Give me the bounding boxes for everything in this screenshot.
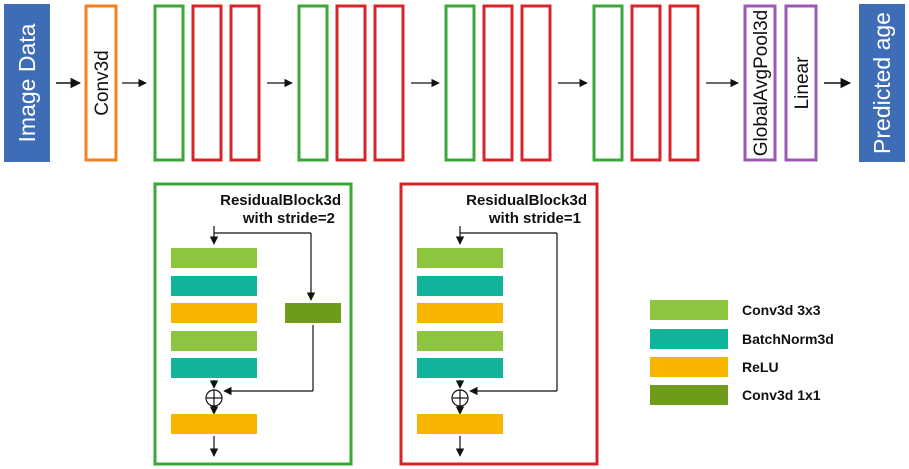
pipeline: Image Data Conv3d GlobalAvgPool3d Linear… [4, 4, 905, 162]
stage4-block2-stride1 [630, 4, 662, 162]
stride1-title-line2: with stride=1 [488, 210, 581, 227]
output-box [859, 4, 905, 162]
pool-box [743, 4, 777, 162]
linear-box [784, 4, 818, 162]
stage3-block1-stride2 [444, 4, 476, 162]
stride2-final-relu [171, 414, 257, 434]
pool-label: GlobalAvgPool3d [751, 10, 772, 156]
legend-label-batchnorm: BatchNorm3d [742, 331, 834, 347]
stage2-block2-stride1 [335, 4, 367, 162]
stride1-layer-4-conv3x3 [417, 331, 503, 351]
conv-label: Conv3d [92, 50, 113, 116]
input-label: Image Data [14, 23, 40, 142]
legend-swatch-relu [650, 357, 728, 377]
stride1-layer-1-conv3x3 [417, 248, 503, 268]
stride2-layer-2-batchnorm [171, 276, 257, 296]
stride2-title-line1: ResidualBlock3d [220, 192, 341, 209]
legend-swatch-batchnorm [650, 329, 728, 349]
stage1-block1-stride2 [153, 4, 185, 162]
stage4-block1-stride2 [592, 4, 624, 162]
stride1-title-line1: ResidualBlock3d [466, 192, 587, 209]
stride2-title-line2: with stride=2 [242, 210, 335, 227]
stride2-layers [171, 226, 341, 457]
legend-swatch-conv3x3 [650, 300, 728, 320]
stride1-frame [399, 182, 599, 466]
stage2-block1-stride2 [297, 4, 329, 162]
legend-swatch-conv1x1 [650, 385, 728, 405]
stride2-frame [153, 182, 353, 466]
stage3-block3-stride1 [520, 4, 552, 162]
conv-box [84, 4, 118, 162]
stage4-block3-stride1 [668, 4, 700, 162]
stride1-layer-5-batchnorm [417, 358, 503, 378]
stride2-layer-5-batchnorm [171, 358, 257, 378]
stage3-block2-stride1 [482, 4, 514, 162]
legend-label-relu: ReLU [742, 359, 779, 375]
stage2-block3-stride1 [373, 4, 405, 162]
stage1-block2-stride1 [191, 4, 223, 162]
output-label: Predicted age [869, 12, 895, 154]
block-detail-stride2: ResidualBlock3d with stride=2 [153, 182, 353, 466]
input-box [4, 4, 50, 162]
stride2-layer-1-conv3x3 [171, 248, 257, 268]
stride2-shortcut-conv1x1 [285, 303, 341, 323]
stride1-layer-3-relu [417, 303, 503, 323]
legend-label-conv3x3: Conv3d 3x3 [742, 302, 821, 318]
block-detail-stride1: ResidualBlock3d with stride=1 [399, 182, 599, 466]
stride2-layer-4-conv3x3 [171, 331, 257, 351]
linear-label: Linear [792, 56, 813, 109]
stride1-final-relu [417, 414, 503, 434]
stride1-layers [417, 226, 558, 457]
legend-label-conv1x1: Conv3d 1x1 [742, 387, 821, 403]
stride2-layer-3-relu [171, 303, 257, 323]
stage1-block3-stride1 [229, 4, 261, 162]
stride1-layer-2-batchnorm [417, 276, 503, 296]
residual-stages [122, 4, 739, 162]
